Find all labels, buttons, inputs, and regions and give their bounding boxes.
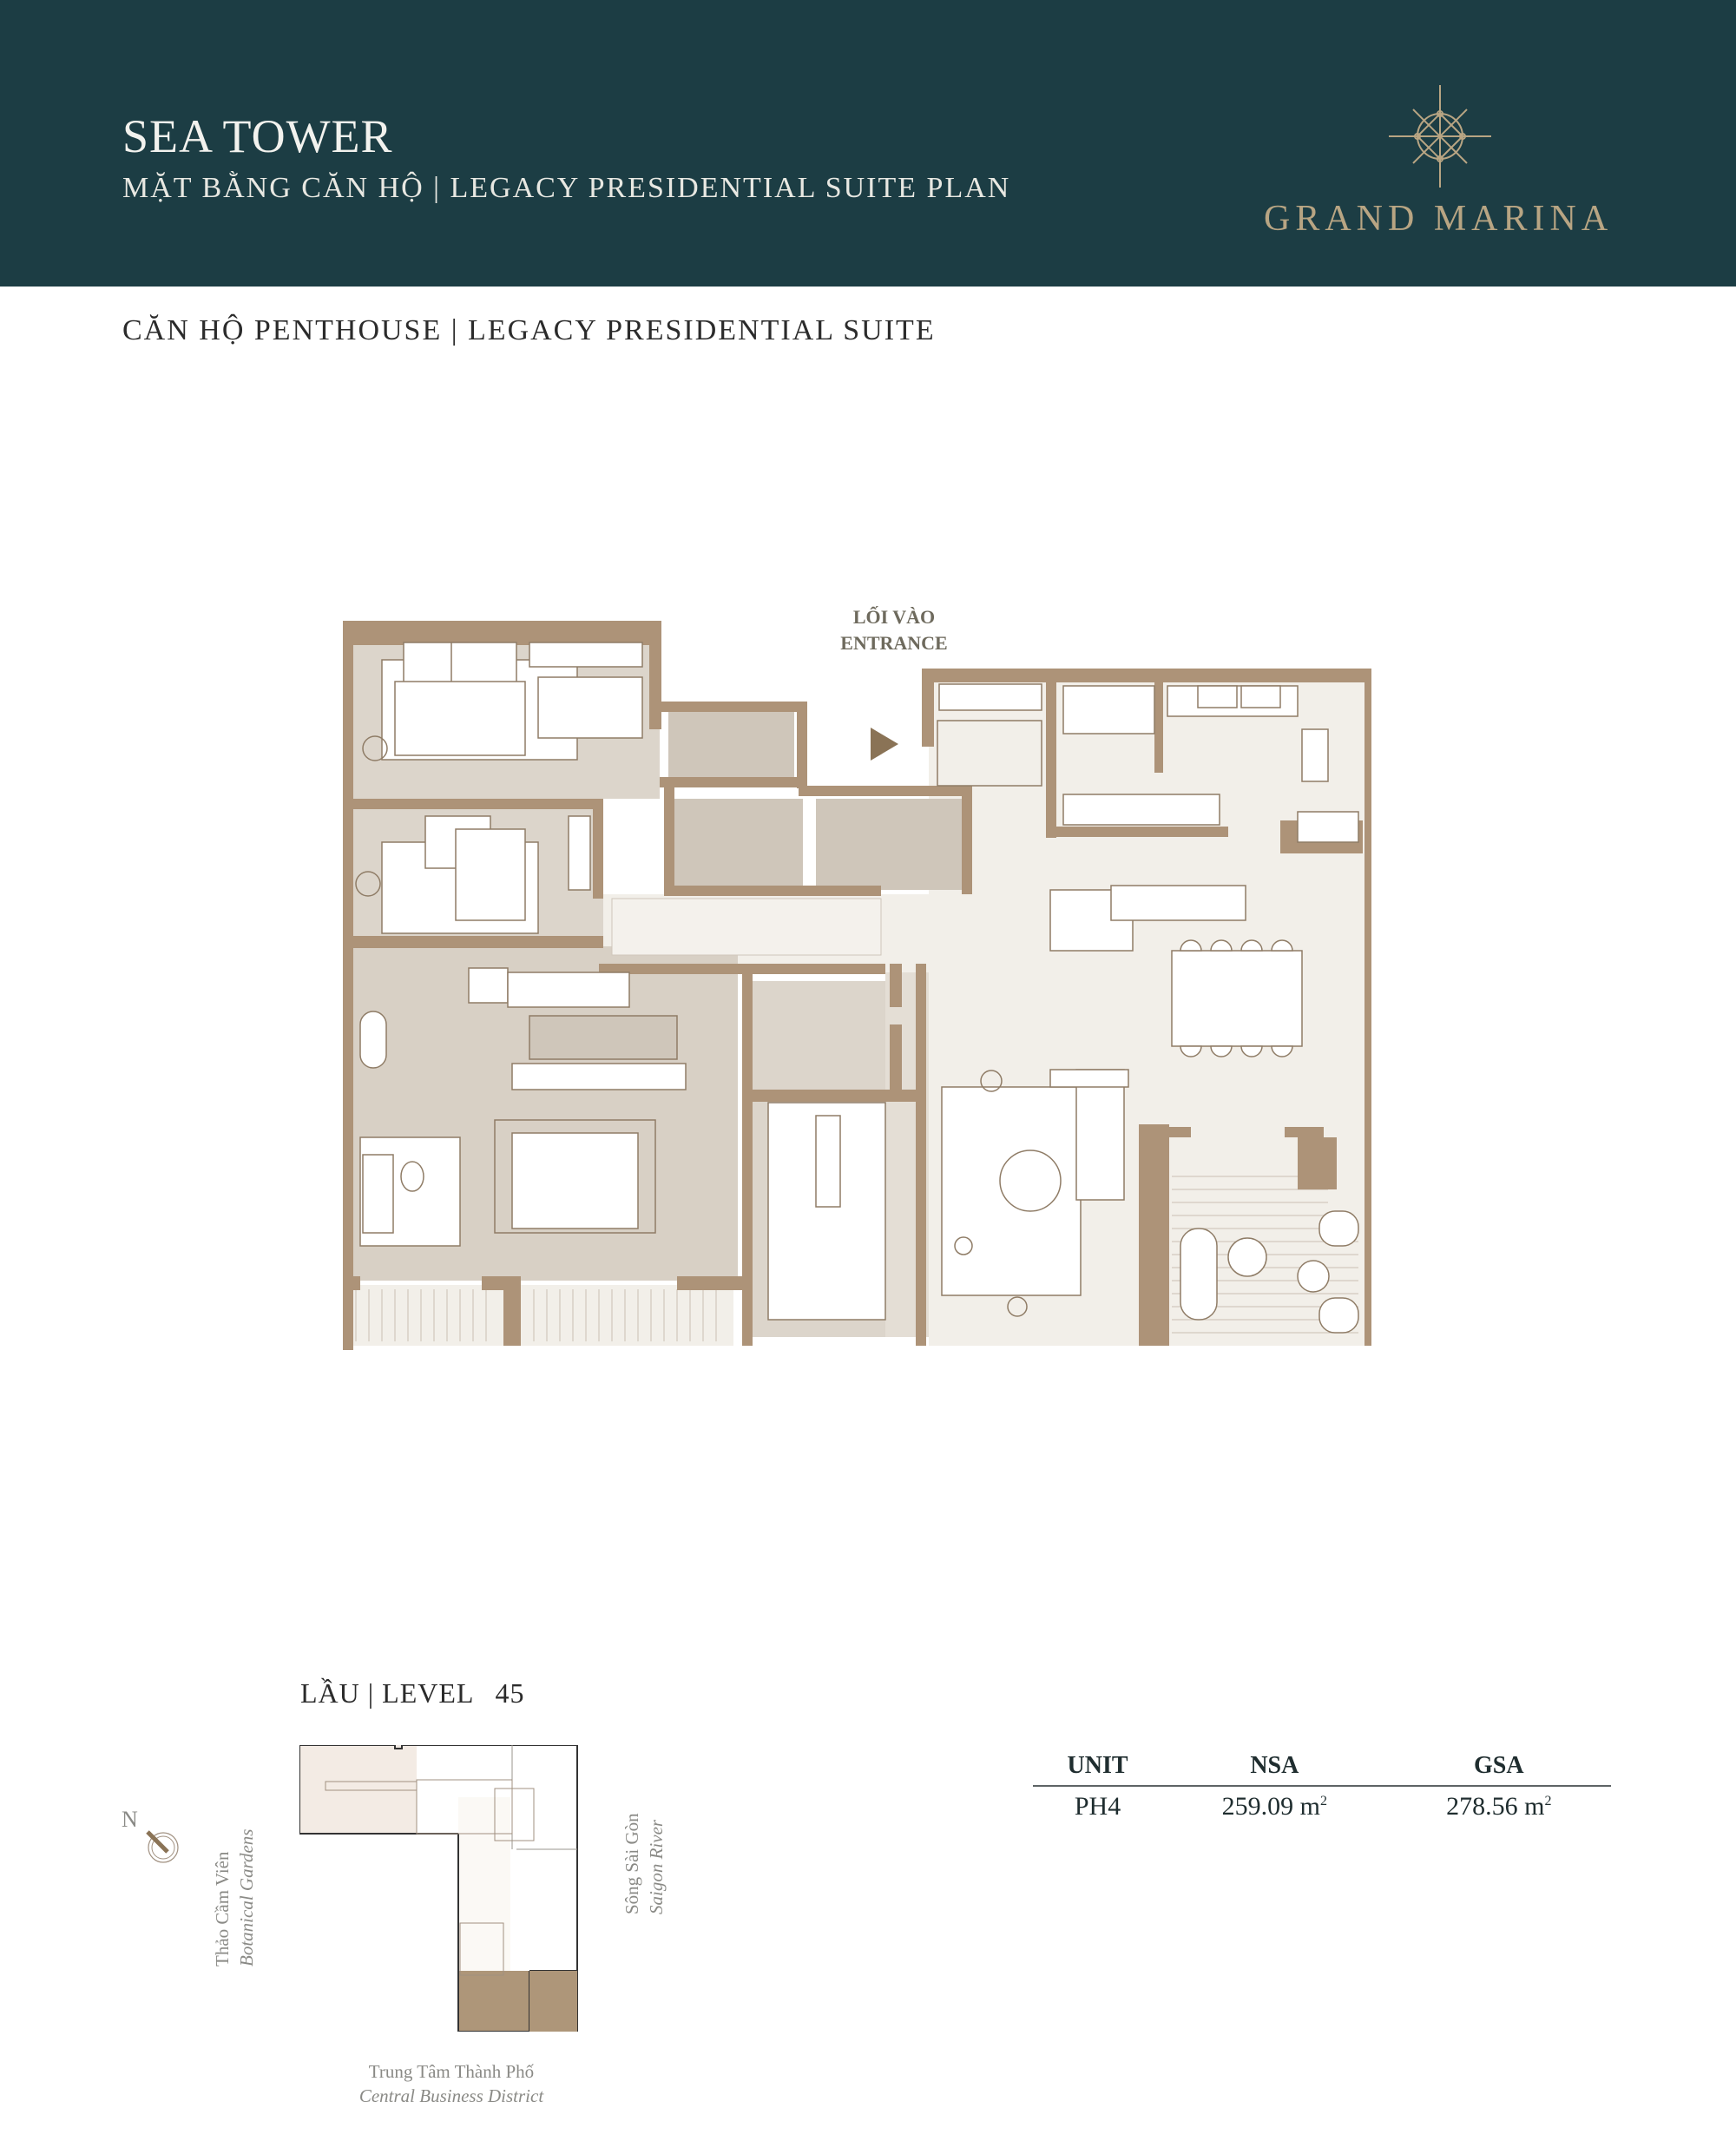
south-label-vi: Trung Tâm Thành Phố [368, 2061, 535, 2082]
col-gsa: GSA [1386, 1749, 1611, 1787]
label-botanical-gardens: Thảo Cầm Viên Botanical Gardens [210, 1829, 259, 1966]
key-plan [299, 1745, 578, 2032]
compass-star-icon [1389, 85, 1491, 188]
south-label-en: Central Business District [358, 2085, 544, 2106]
level-number: 45 [495, 1677, 525, 1709]
entrance-label-en: ENTRANCE [840, 632, 948, 654]
west-label-vi: Thảo Cầm Viên [212, 1851, 233, 1967]
nsa-value: 259.09 m2 [1221, 1792, 1327, 1821]
col-unit: UNIT [1033, 1749, 1163, 1787]
east-label-en: Saigon River [646, 1819, 667, 1914]
brand-name: GRAND MARINA [1264, 199, 1614, 239]
furniture [355, 642, 1359, 1334]
level-label: LẦU | LEVEL 45 [300, 1677, 524, 1710]
page-subtitle: MẶT BẰNG CĂN HỘ | LEGACY PRESIDENTIAL SU… [122, 172, 1011, 204]
label-central-business-district: Trung Tâm Thành Phố Central Business Dis… [330, 2059, 573, 2108]
entrance-label-vi: LỐI VÀO [852, 606, 936, 628]
west-label-en: Botanical Gardens [236, 1828, 257, 1966]
floor-plan [343, 621, 1371, 1350]
level-label-text: LẦU | LEVEL [300, 1677, 475, 1709]
col-nsa: NSA [1162, 1749, 1387, 1787]
header-banner: SEA TOWER MẶT BẰNG CĂN HỘ | LEGACY PRESI… [0, 0, 1736, 287]
north-arrow-icon: N [122, 1807, 179, 1863]
gsa-value: 278.56 m2 [1446, 1792, 1552, 1821]
unit-area-table: UNIT NSA GSA PH4 259.09 m2 278.56 m2 [1033, 1749, 1611, 1827]
svg-text:N: N [122, 1807, 138, 1832]
unit-value: PH4 [1074, 1792, 1121, 1821]
entrance-arrow-icon [871, 728, 898, 761]
label-saigon-river: Sông Sài Gòn Saigon River [620, 1813, 668, 1914]
table-row: PH4 259.09 m2 278.56 m2 [1033, 1786, 1611, 1827]
walls [343, 621, 1371, 1350]
entrance-label: LỐI VÀO ENTRANCE [781, 604, 1007, 656]
page-title: SEA TOWER [122, 110, 393, 162]
section-title: CĂN HỘ PENTHOUSE | LEGACY PRESIDENTIAL S… [122, 314, 936, 346]
east-label-vi: Sông Sài Gòn [621, 1813, 642, 1914]
